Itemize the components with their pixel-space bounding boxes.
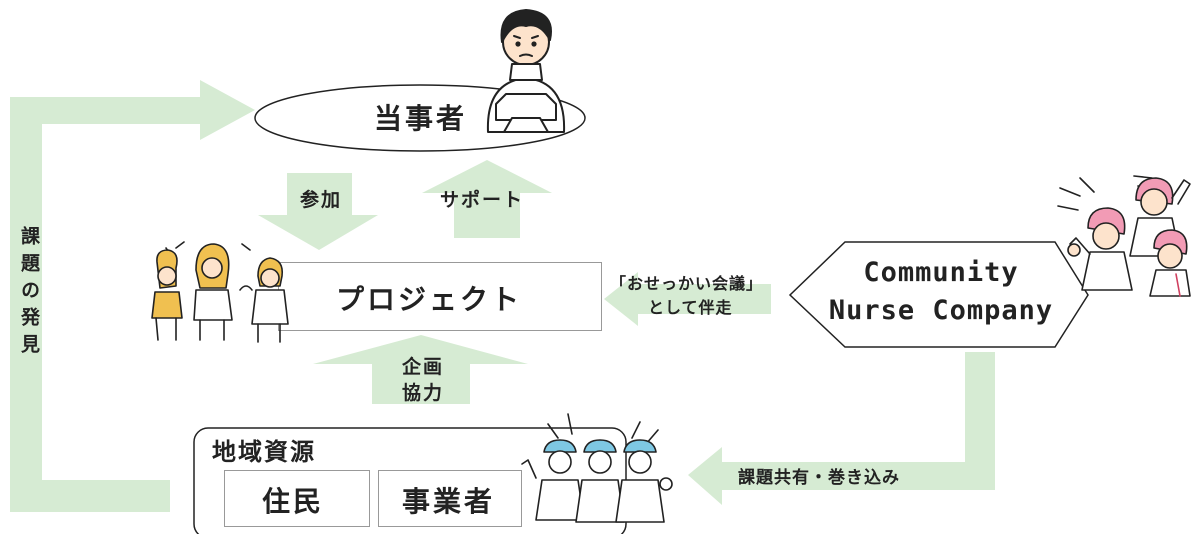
accompany-label-line1: 「おせっかい会議」 (610, 274, 764, 293)
share-label: 課題共有・巻き込み (738, 468, 900, 488)
company-hexagon (788, 241, 1089, 348)
participate-arrow (258, 173, 378, 250)
project-label: プロジェクト (336, 283, 523, 316)
participate-label: 参加 (300, 189, 343, 211)
businesses-label: 事業者 (402, 485, 496, 518)
residents-box (224, 470, 370, 527)
worried-person-icon (486, 9, 566, 133)
workers-icon (521, 413, 673, 523)
stakeholder-label: 当事者 (374, 102, 468, 135)
planning-arrow (313, 335, 528, 404)
planning-label-line1: 企画 (402, 356, 445, 378)
accompany-label-line2: として伴走 (648, 298, 733, 317)
discover-arrow (10, 80, 255, 512)
discover-label: 課題の発見 (18, 226, 40, 361)
planning-label-line2: 協力 (402, 382, 445, 404)
residents-label: 住民 (262, 485, 325, 518)
businesses-box (378, 470, 522, 527)
cheering-nurses-icon (1057, 175, 1191, 297)
project-box (278, 262, 602, 331)
accompany-arrow (604, 272, 771, 326)
support-arrow (422, 160, 552, 238)
resources-title: 地域資源 (212, 438, 316, 466)
company-label-line1: Community (863, 257, 1019, 288)
chatting-women-icon (151, 241, 289, 343)
company-label-line2: Nurse Company (828, 295, 1054, 326)
support-label: サポート (440, 189, 525, 211)
share-arrow (688, 352, 995, 505)
